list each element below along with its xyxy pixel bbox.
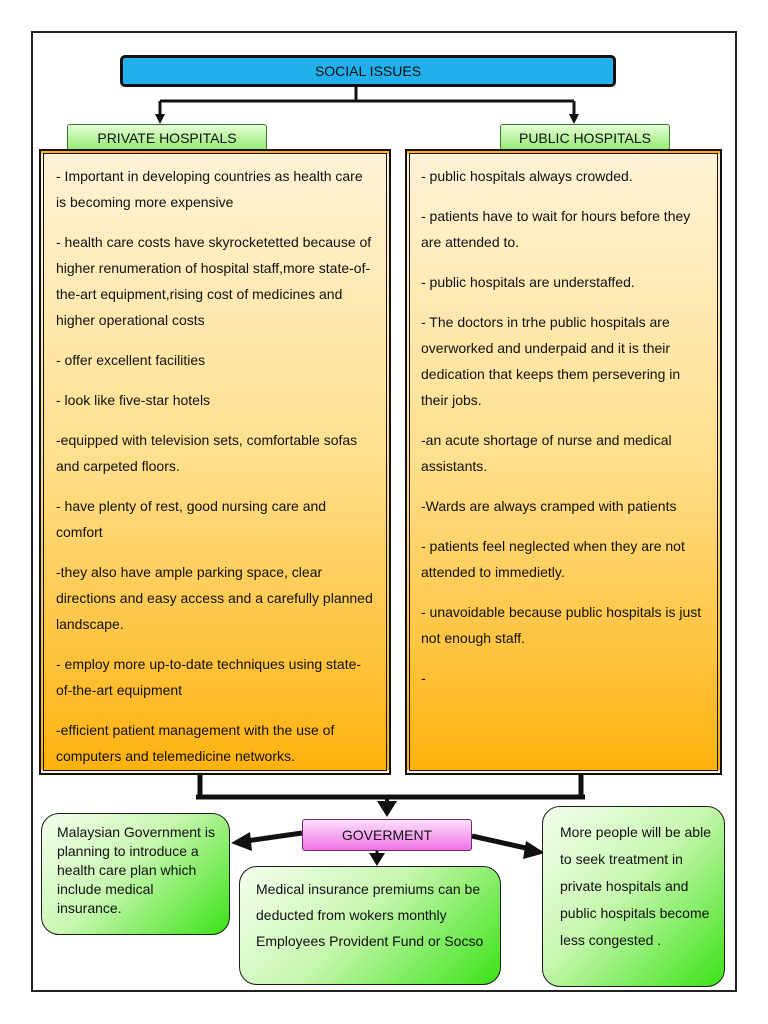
private-points-list: - Important in developing countries as h… bbox=[56, 163, 376, 769]
arrow-right-line bbox=[471, 833, 531, 852]
private-point: - look like five-star hotels bbox=[56, 392, 211, 408]
public-point: -Wards are always cramped with patients bbox=[421, 498, 677, 514]
arrow-right-head bbox=[523, 841, 545, 859]
private-point: -equipped with television sets, comforta… bbox=[56, 432, 358, 474]
government-box: GOVERMENT bbox=[302, 819, 472, 851]
social-issues-box: SOCIAL ISSUES bbox=[120, 55, 616, 87]
private-point: - Important in developing countries as h… bbox=[56, 168, 363, 210]
private-hospitals-tag: PRIVATE HOSPITALS bbox=[67, 124, 267, 152]
public-point: - patients have to wait for hours before… bbox=[421, 208, 691, 250]
government-arrowhead bbox=[377, 801, 397, 817]
private-hospitals-panel: - Important in developing countries as h… bbox=[39, 149, 391, 775]
private-point: - health care costs have skyrocketetted … bbox=[56, 234, 372, 328]
outcome-middle-text: Medical insurance premiums can be deduct… bbox=[256, 881, 484, 949]
public-hospitals-tag: PUBLIC HOSPITALS bbox=[500, 124, 670, 152]
public-points-list: - public hospitals always crowded. - pat… bbox=[421, 163, 707, 691]
outcome-insurance-deduction: Medical insurance premiums can be deduct… bbox=[239, 866, 501, 985]
page-frame bbox=[31, 31, 737, 992]
public-point: - unavoidable because public hospitals i… bbox=[421, 604, 702, 646]
private-point: - employ more up-to-date techniques usin… bbox=[56, 656, 362, 698]
public-point: - bbox=[421, 670, 426, 686]
arrow-middle-head bbox=[369, 853, 385, 866]
public-point: -an acute shortage of nurse and medical … bbox=[421, 432, 672, 474]
private-point: - offer excellent facilities bbox=[56, 352, 206, 368]
outcome-left-text: Malaysian Government is planning to intr… bbox=[57, 824, 215, 916]
outcome-right-text: More people will be able to seek treatme… bbox=[560, 824, 711, 948]
private-point: -efficient patient management with the u… bbox=[56, 722, 335, 764]
private-point: -they also have ample parking space, cle… bbox=[56, 564, 373, 632]
arrow-left-head bbox=[231, 832, 252, 851]
social-issues-title: SOCIAL ISSUES bbox=[314, 63, 422, 79]
public-point: - The doctors in trhe public hospitals a… bbox=[421, 314, 681, 408]
public-hospitals-heading: PUBLIC HOSPITALS bbox=[518, 130, 651, 146]
public-point: - public hospitals are understaffed. bbox=[421, 274, 635, 290]
private-hospitals-heading: PRIVATE HOSPITALS bbox=[97, 130, 237, 146]
public-hospitals-panel: - public hospitals always crowded. - pat… bbox=[405, 149, 722, 775]
private-point: - have plenty of rest, good nursing care… bbox=[56, 498, 327, 540]
government-label: GOVERMENT bbox=[341, 827, 433, 843]
public-point: - public hospitals always crowded. bbox=[421, 168, 633, 184]
outcome-less-congestion: More people will be able to seek treatme… bbox=[542, 806, 725, 987]
left-arrowhead bbox=[155, 114, 165, 124]
outcome-health-care-plan: Malaysian Government is planning to intr… bbox=[41, 813, 230, 935]
right-arrowhead bbox=[569, 114, 579, 124]
public-point: - patients feel neglected when they are … bbox=[421, 538, 685, 580]
arrow-left-line bbox=[245, 830, 303, 844]
